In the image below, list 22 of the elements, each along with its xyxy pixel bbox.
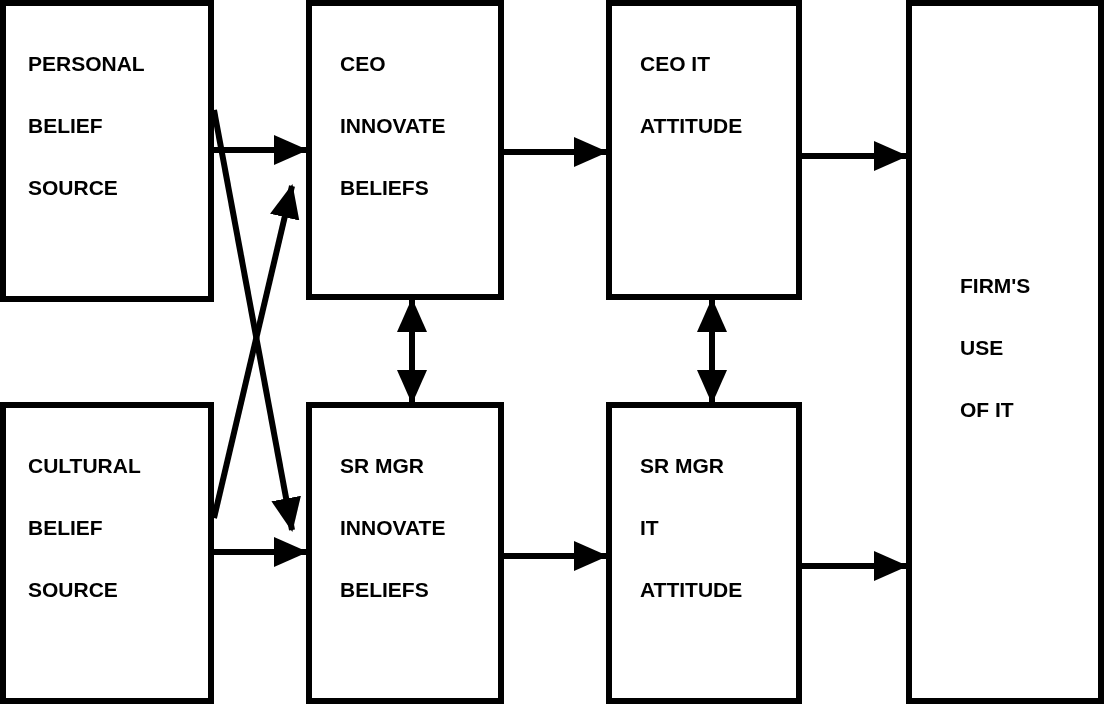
text-box: [606, 402, 802, 704]
arrow: [214, 135, 308, 165]
text-box: [0, 402, 214, 704]
box-label: SR MGR IT ATTITUDE: [640, 453, 744, 603]
text-box: [306, 402, 504, 704]
text-box: [0, 0, 214, 302]
arrow: [802, 551, 908, 581]
text-box: [306, 0, 504, 300]
arrow: [397, 298, 427, 404]
arrow: [504, 137, 608, 167]
box-label: CEO IT ATTITUDE: [640, 51, 743, 139]
box-label: SR MGR INNOVATE BELIEFS: [340, 453, 447, 603]
text-box: [606, 0, 802, 300]
arrow: [214, 537, 308, 567]
box-label: FIRM'S USE OF IT: [960, 273, 1031, 423]
box-label: CEO INNOVATE BELIEFS: [340, 51, 446, 201]
box-label: CULTURAL BELIEF SOURCE: [28, 453, 141, 603]
arrow: [802, 141, 908, 171]
arrow: [504, 541, 608, 571]
box-label: PERSONAL BELIEF SOURCE: [28, 51, 145, 201]
arrow: [697, 298, 727, 404]
text-box: [906, 0, 1104, 704]
